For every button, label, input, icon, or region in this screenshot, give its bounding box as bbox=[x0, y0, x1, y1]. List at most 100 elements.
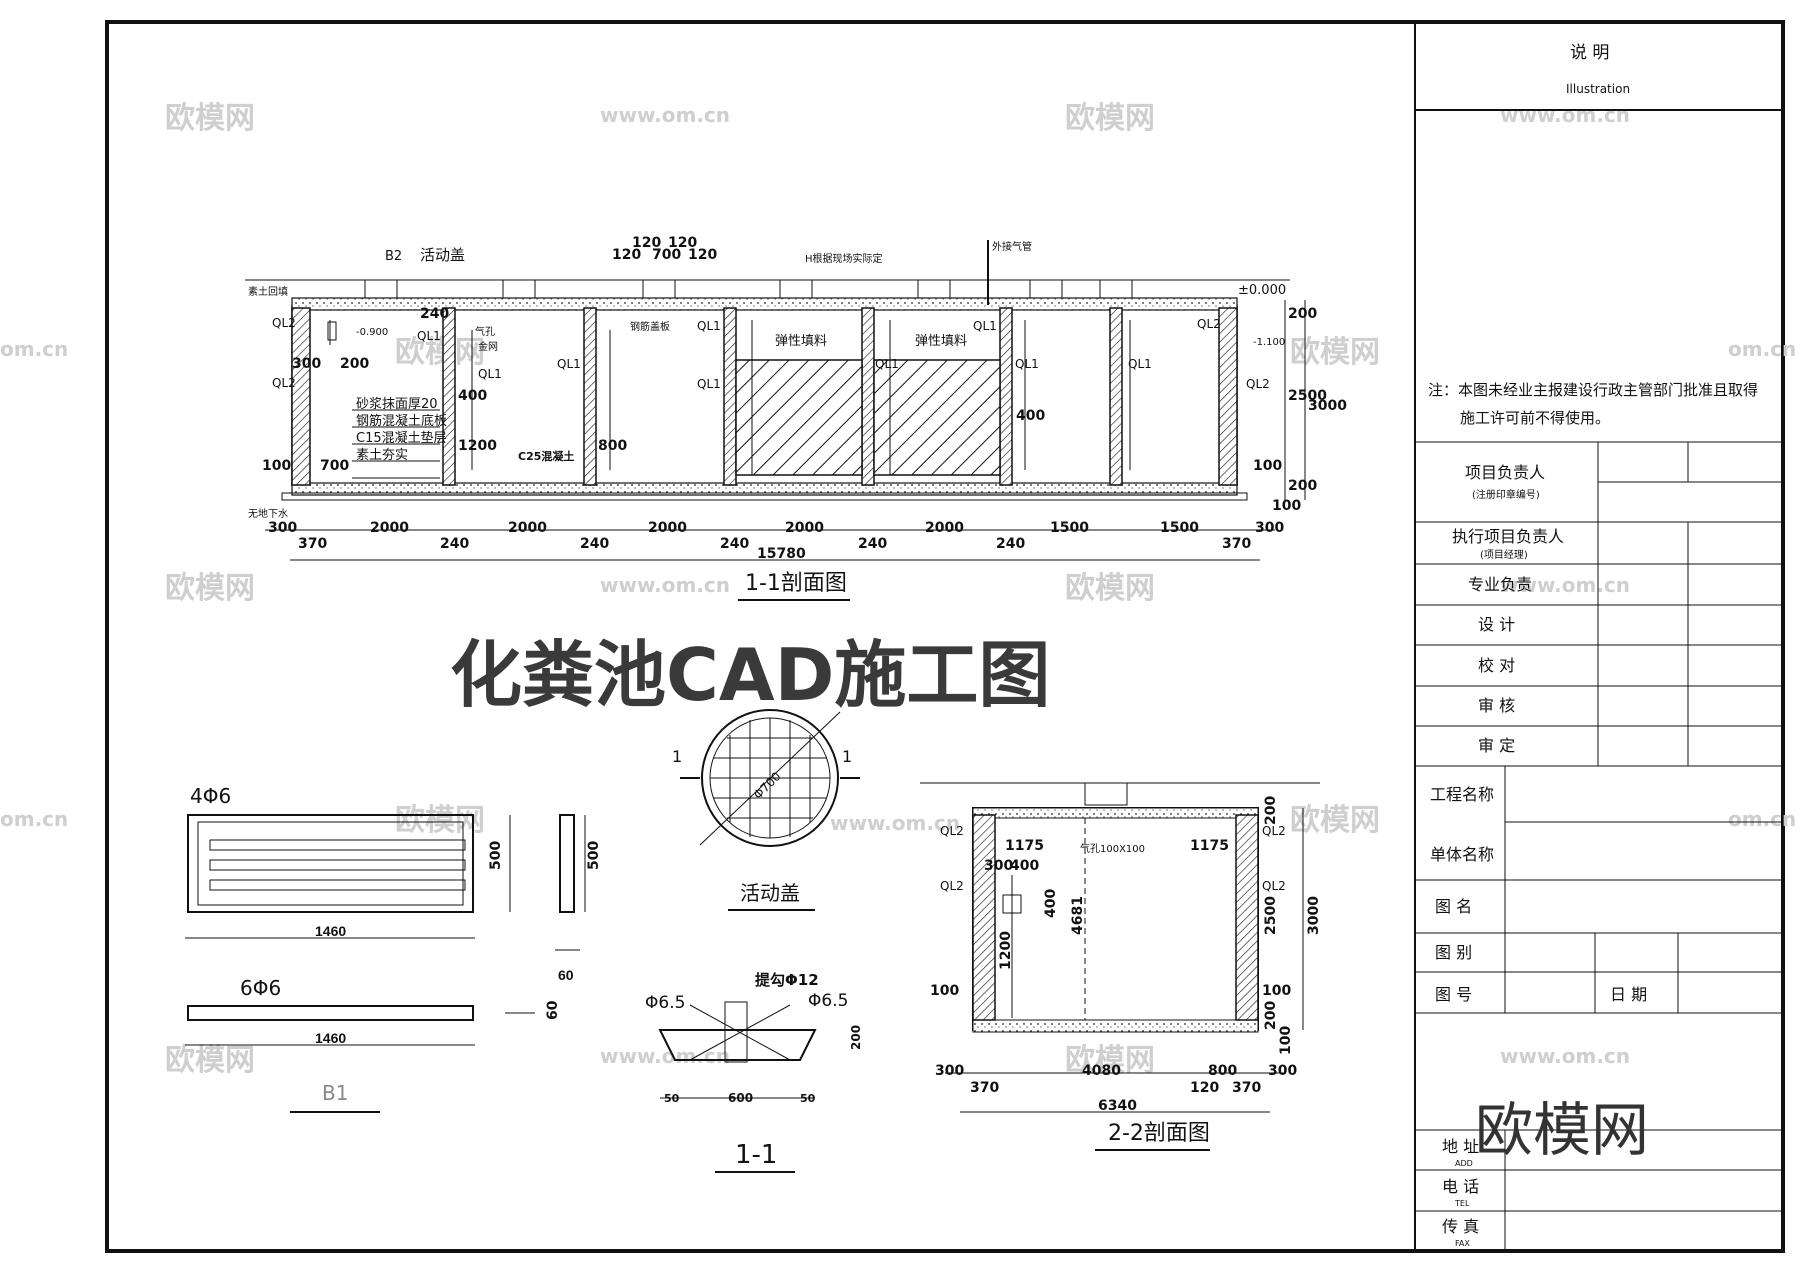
partition-wall bbox=[1109, 307, 1123, 486]
bottom-dimensions: 300 370 2000 240 2000 240 2000 240 2000 … bbox=[268, 520, 1284, 562]
svg-text:300: 300 bbox=[984, 858, 1013, 874]
watermark-url: www.om.cn bbox=[600, 103, 730, 127]
svg-text:200: 200 bbox=[340, 356, 369, 372]
svg-text:120: 120 bbox=[1190, 1080, 1219, 1096]
dim: 200 bbox=[849, 1025, 863, 1050]
vent-hole-label: 气孔 bbox=[475, 325, 495, 338]
cut-mark: 1 bbox=[842, 747, 852, 766]
rebar-label: 6Φ6 bbox=[240, 976, 281, 1000]
svg-text:200: 200 bbox=[1263, 1001, 1279, 1030]
bottom-slab bbox=[291, 482, 1238, 496]
svg-text:QL2: QL2 bbox=[1262, 879, 1286, 893]
svg-text:800: 800 bbox=[1208, 1063, 1237, 1079]
detail-1-1-drawing: Φ6.5 提勾Φ12 Φ6.5 200 50 600 50 1-1 bbox=[645, 971, 863, 1173]
watermark-url: www.om.cn bbox=[1500, 1044, 1630, 1068]
section-2-2-drawing: QL2 QL2 QL2 QL2 气孔100X100 1175 1175 300 … bbox=[920, 782, 1322, 1151]
svg-text:4080: 4080 bbox=[1082, 1063, 1121, 1079]
detail-caption: 1-1 bbox=[735, 1140, 777, 1170]
tb-row-sub: (注册印章编号) bbox=[1472, 488, 1540, 501]
dim: 60 bbox=[558, 967, 574, 983]
svg-text:300: 300 bbox=[935, 1063, 964, 1079]
base-layer bbox=[281, 492, 1248, 501]
svg-text:QL1: QL1 bbox=[417, 329, 441, 343]
cover-caption: 活动盖 bbox=[740, 881, 800, 905]
svg-text:120: 120 bbox=[612, 247, 641, 263]
rebar-label: 4Φ6 bbox=[190, 784, 231, 808]
svg-text:1200: 1200 bbox=[998, 931, 1014, 970]
svg-text:QL2: QL2 bbox=[940, 879, 964, 893]
dim: 500 bbox=[488, 841, 504, 870]
fax-label: 传 真 bbox=[1442, 1217, 1479, 1236]
elevation-neg-09: -0.900 bbox=[356, 327, 388, 338]
tel-label: 电 话 bbox=[1442, 1177, 1479, 1196]
svg-text:370: 370 bbox=[970, 1080, 999, 1096]
tb-row-label: 项目负责人 bbox=[1465, 463, 1545, 482]
svg-text:3000: 3000 bbox=[1306, 896, 1322, 935]
svg-text:QL1: QL1 bbox=[1015, 357, 1039, 371]
svg-text:200: 200 bbox=[1288, 306, 1317, 322]
svg-text:1175: 1175 bbox=[1005, 838, 1044, 854]
partition-wall bbox=[442, 307, 456, 486]
svg-text:400: 400 bbox=[1043, 889, 1059, 918]
svg-text:240: 240 bbox=[420, 306, 449, 322]
infill-block bbox=[735, 359, 863, 476]
usage-note: 注：本图未经业主报建设行政主管部门批准且取得 bbox=[1428, 381, 1758, 399]
fax-en: FAX bbox=[1455, 1239, 1470, 1248]
watermark-url: www.om.cn bbox=[600, 573, 730, 597]
end-wall bbox=[1218, 307, 1238, 486]
groundwater-label: 无地下水 bbox=[248, 507, 288, 520]
svg-text:QL1: QL1 bbox=[478, 367, 502, 381]
drawing-class-label: 图 别 bbox=[1435, 943, 1472, 962]
svg-text:QL2: QL2 bbox=[1262, 824, 1286, 838]
inner-pipes bbox=[327, 320, 1131, 475]
b2-label: B2 bbox=[385, 249, 402, 264]
svg-text:100: 100 bbox=[930, 983, 959, 999]
svg-text:300: 300 bbox=[1255, 520, 1284, 536]
svg-text:QL2: QL2 bbox=[1197, 317, 1221, 331]
partition-wall bbox=[723, 307, 737, 486]
svg-text:370: 370 bbox=[298, 536, 327, 552]
c25-note: C25混凝土 bbox=[518, 449, 574, 463]
svg-text:300: 300 bbox=[292, 356, 321, 372]
ql-labels: QL2 QL1 QL1 QL1 QL1 QL1 QL1 QL1 QL1 QL1 … bbox=[272, 316, 1270, 391]
svg-text:240: 240 bbox=[720, 536, 749, 552]
dim: 50 bbox=[800, 1092, 816, 1105]
title-block-heading: 说 明 bbox=[1570, 43, 1609, 63]
manholes bbox=[364, 240, 1133, 305]
infill-label: 弹性填料 bbox=[775, 334, 827, 349]
watermark-brand: 欧模网 bbox=[395, 803, 485, 838]
svg-text:400: 400 bbox=[458, 388, 487, 404]
svg-text:QL1: QL1 bbox=[875, 357, 899, 371]
dim: 1460 bbox=[315, 1030, 346, 1046]
vent-pipe-label: 外接气管 bbox=[992, 240, 1032, 253]
svg-text:240: 240 bbox=[440, 536, 469, 552]
svg-text:700: 700 bbox=[652, 247, 681, 263]
tb-row-sub: (项目经理) bbox=[1480, 548, 1528, 561]
right-dimensions: 200 2500 200 100 3000 bbox=[1272, 300, 1347, 514]
dim: 500 bbox=[586, 841, 602, 870]
drawing-name-label: 图 名 bbox=[1435, 897, 1472, 916]
svg-text:2000: 2000 bbox=[508, 520, 547, 536]
outer-border bbox=[105, 20, 1785, 1253]
svg-text:2500: 2500 bbox=[1288, 388, 1327, 404]
elevation-0: ±0.000 bbox=[1238, 283, 1286, 298]
movable-cover-label: 活动盖 bbox=[420, 246, 465, 264]
watermark-url: www.om.cn bbox=[1500, 103, 1630, 127]
title-block: 说 明 Illustration 注：本图未经业主报建设行政主管部门批准且取得 … bbox=[1415, 43, 1783, 1251]
watermark-brand: 欧模网 bbox=[1065, 101, 1155, 136]
svg-text:120: 120 bbox=[688, 247, 717, 263]
svg-text:240: 240 bbox=[580, 536, 609, 552]
elevation-neg-11: -1.100 bbox=[1253, 337, 1285, 348]
end-wall bbox=[291, 307, 311, 486]
svg-text:800: 800 bbox=[598, 438, 627, 454]
layer-text: C15混凝土垫层 bbox=[356, 430, 447, 446]
tb-row-label: 设 计 bbox=[1478, 615, 1515, 634]
svg-text:6340: 6340 bbox=[1098, 1098, 1137, 1114]
partition-wall bbox=[583, 307, 597, 486]
dim: 50 bbox=[664, 1092, 680, 1105]
svg-text:QL2: QL2 bbox=[1246, 377, 1270, 391]
rebar-label: Φ6.5 bbox=[645, 993, 685, 1013]
watermark-url: www.om.cn bbox=[600, 1044, 730, 1068]
watermark-url: om.cn bbox=[0, 807, 68, 831]
